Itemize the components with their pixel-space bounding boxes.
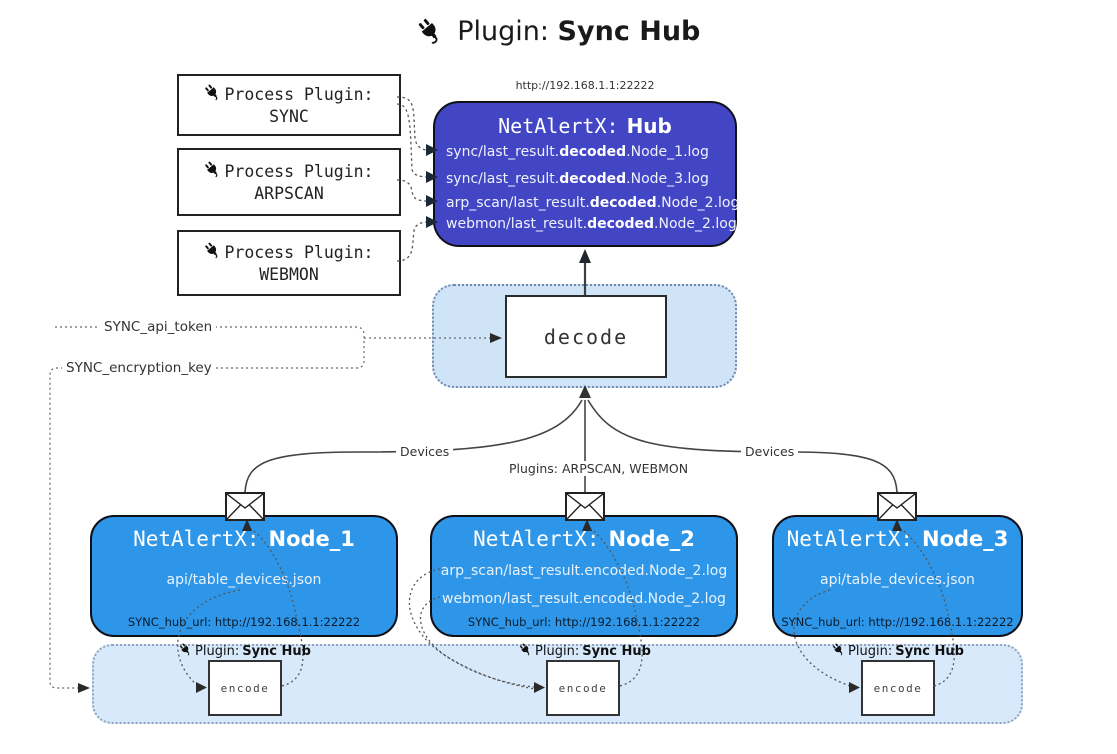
node-hub-url: SYNC_hub_url: http://192.168.1.1:22222 [127, 615, 361, 629]
node-file-line: api/table_devices.json [166, 572, 322, 588]
hub-title-name: Hub [626, 114, 672, 138]
plug-icon [417, 18, 452, 51]
hub-file-line: sync/last_result.decoded.Node_3.log [446, 171, 709, 187]
process-plugin-arpscan: Process Plugin: ARPSCAN [177, 148, 401, 216]
hub-title: NetAlertX: Hub [435, 114, 735, 138]
node-title: NetAlertX:Node_2 [473, 527, 695, 551]
node-hub-url: SYNC_hub_url: http://192.168.1.1:22222 [467, 615, 701, 629]
hub-url-label: http://192.168.1.1:22222 [515, 79, 655, 92]
node-file-line: webmon/last_result.encoded.Node_2.log [442, 591, 726, 607]
plug-icon [204, 161, 221, 182]
devices-left-label: Devices [396, 444, 454, 459]
page-title: Plugin: Sync Hub [0, 16, 1117, 51]
plug-icon [204, 84, 221, 105]
node-file-line: arp_scan/last_result.encoded.Node_2.log [440, 563, 728, 579]
plugins-center-label: Plugins: ARPSCAN, WEBMON [505, 461, 693, 476]
process-plugin-name: WEBMON [259, 265, 319, 284]
devices-right-label: Devices [741, 444, 799, 459]
hub-box: NetAlertX: Hub sync/last_result.decoded.N… [433, 101, 740, 247]
process-plugin-webmon: Process Plugin: WEBMON [177, 230, 401, 296]
plug-icon [832, 643, 845, 660]
process-plugin-label: Process Plugin: [224, 162, 374, 181]
hub-file-line: webmon/last_result.decoded.Node_2.log [446, 216, 737, 232]
sync-encryption-key-label: SYNC_encryption_key [62, 360, 216, 376]
node-hub-url: SYNC_hub_url: http://192.168.1.1:22222 [781, 615, 1014, 629]
envelope-icon [225, 492, 265, 521]
plug-icon [204, 242, 221, 263]
node-file-line: api/table_devices.json [820, 572, 975, 588]
node-3-box: NetAlertX:Node_3 api/table_devices.json … [772, 515, 1023, 637]
hub-title-prefix: NetAlertX: [498, 114, 619, 138]
plug-icon [519, 643, 532, 660]
node-title: NetAlertX:Node_1 [133, 527, 355, 551]
node-2-box: NetAlertX:Node_2 arp_scan/last_result.en… [430, 515, 738, 637]
page-title-label: Plugin: [457, 16, 549, 47]
hub-file-line: sync/last_result.decoded.Node_1.log [446, 144, 709, 160]
sync-api-token-label: SYNC_api_token [100, 319, 217, 335]
encode-section-label: Plugin:Sync Hub [179, 643, 311, 660]
encode-section-label: Plugin:Sync Hub [832, 643, 964, 660]
envelope-icon [565, 492, 605, 521]
node-title: NetAlertX:Node_3 [786, 527, 1009, 551]
page-title-name: Sync Hub [557, 16, 701, 47]
plug-icon [179, 643, 192, 660]
process-plugin-name: ARPSCAN [254, 184, 324, 203]
encode-box: encode [861, 660, 935, 716]
process-plugin-label: Process Plugin: [224, 243, 374, 262]
envelope-icon [877, 492, 917, 521]
process-plugin-sync: Process Plugin: SYNC [177, 74, 401, 136]
hub-file-line: arp_scan/last_result.decoded.Node_2.log [446, 195, 740, 211]
process-plugin-label: Process Plugin: [224, 85, 374, 104]
encode-box: encode [546, 660, 620, 716]
decode-box: decode [505, 295, 667, 378]
process-plugin-name: SYNC [269, 107, 309, 126]
node-1-box: NetAlertX:Node_1 api/table_devices.json … [90, 515, 398, 637]
encode-section-label: Plugin:Sync Hub [519, 643, 651, 660]
encode-box: encode [208, 660, 282, 716]
